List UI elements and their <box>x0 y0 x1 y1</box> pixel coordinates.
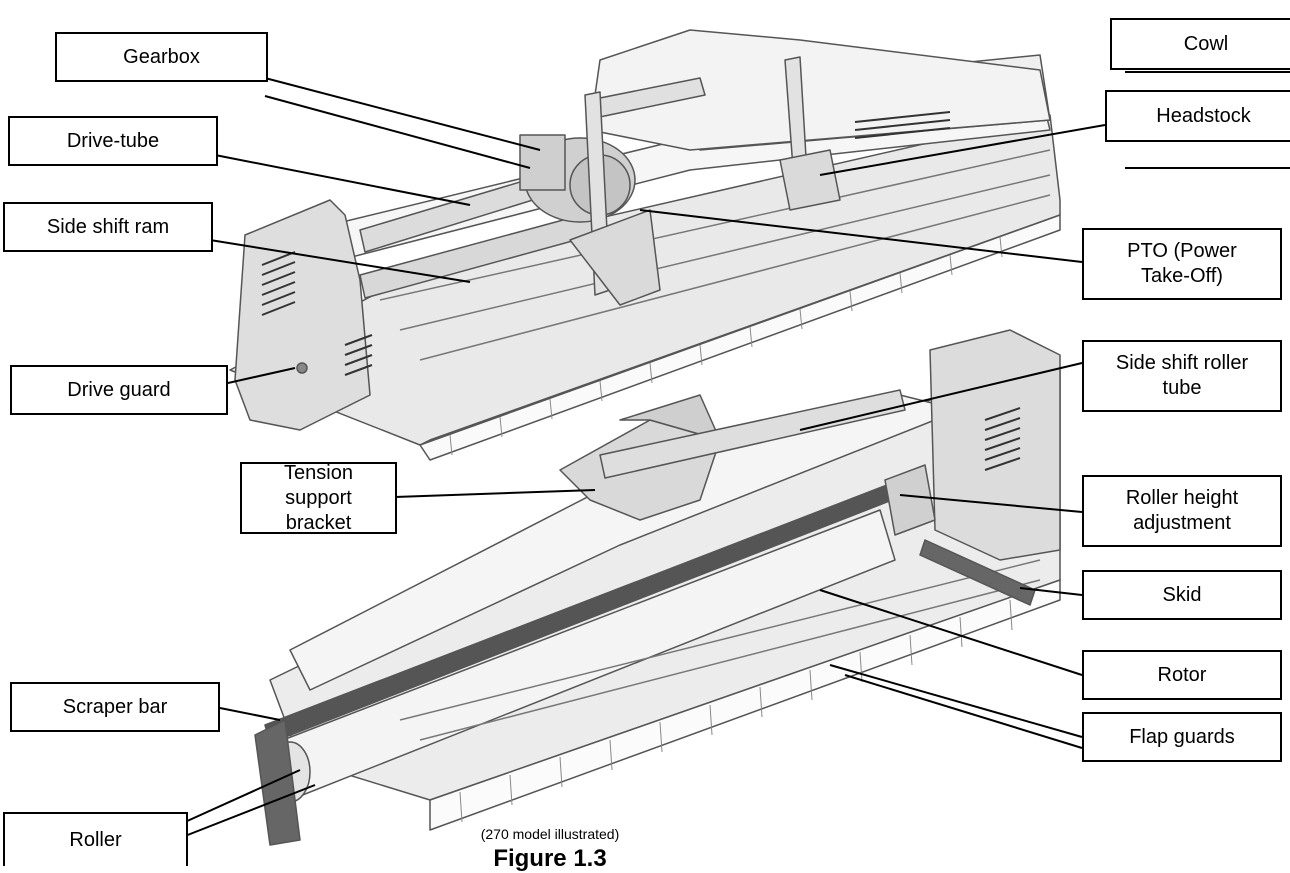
lower-flail-mower <box>254 329 1061 846</box>
label-pto: PTO (Power Take-Off) <box>1082 228 1282 300</box>
model-note: (270 model illustrated) <box>480 826 620 842</box>
label-tension-support-bracket: Tension support bracket <box>240 462 397 534</box>
upper-flail-mower <box>229 29 1061 461</box>
label-rotor: Rotor <box>1082 650 1282 700</box>
leader-lines <box>184 71 1290 837</box>
label-roller-height-adjustment: Roller height adjustment <box>1082 475 1282 547</box>
label-side-shift-roller-tube: Side shift roller tube <box>1082 340 1282 412</box>
label-skid: Skid <box>1082 570 1282 620</box>
label-drive-guard: Drive guard <box>10 365 228 415</box>
label-side-shift-ram: Side shift ram <box>3 202 213 252</box>
label-gearbox: Gearbox <box>55 32 268 82</box>
label-scraper-bar: Scraper bar <box>10 682 220 732</box>
label-drive-tube: Drive-tube <box>8 116 218 166</box>
label-flap-guards: Flap guards <box>1082 712 1282 762</box>
label-cowl: Cowl <box>1110 18 1290 70</box>
label-roller: Roller <box>3 812 188 866</box>
label-headstock: Headstock <box>1105 90 1290 142</box>
figure-title: Figure 1.3 <box>493 845 607 872</box>
